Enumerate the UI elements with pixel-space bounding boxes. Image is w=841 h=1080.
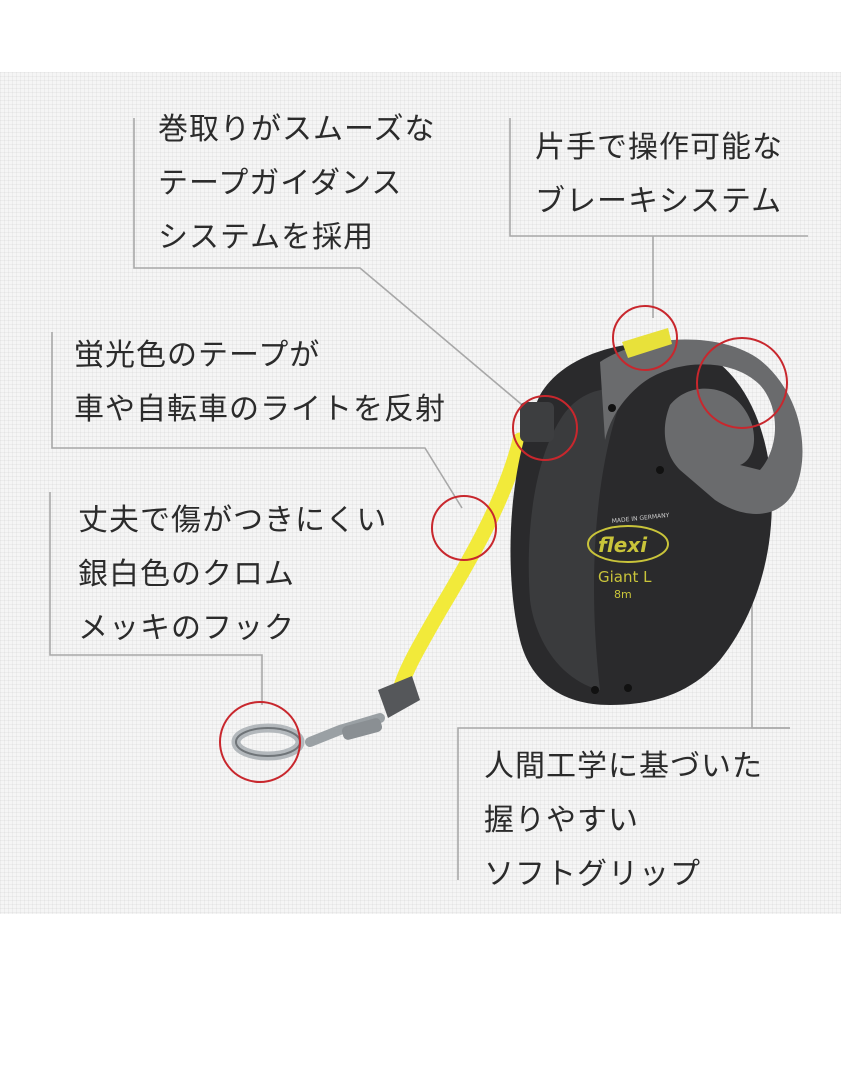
grip-handle xyxy=(600,339,803,514)
callout-grip: 人間工学に基づいた 握りやすい ソフトグリップ xyxy=(484,740,763,902)
brake-circle xyxy=(612,305,678,371)
logo-oval xyxy=(587,525,669,563)
screw-hole xyxy=(656,466,664,474)
reflective-tape-circle xyxy=(431,495,497,561)
callout-brake: 片手で操作可能な ブレーキシステム xyxy=(535,121,783,229)
brake-button xyxy=(622,328,672,358)
callout-line: 巻取りがスムーズな xyxy=(158,112,436,147)
callout-line: 蛍光色のテープが xyxy=(74,338,321,373)
model-label: Giant L xyxy=(598,568,652,586)
tape-guide-circle xyxy=(512,395,578,461)
screw-hole xyxy=(608,404,616,412)
callout-tape-guide: 巻取りがスムーズな テープガイダンス システムを採用 xyxy=(158,103,436,265)
callout-line: 片手で操作可能な xyxy=(535,130,783,165)
hook-circle xyxy=(219,701,301,783)
tape-guide-leader xyxy=(133,118,541,421)
tape-stopper xyxy=(378,676,420,718)
callout-hook: 丈夫で傷がつきにくい 銀白色のクロム メッキのフック xyxy=(78,494,387,656)
leash-tape xyxy=(392,432,528,698)
callout-reflective-tape: 蛍光色のテープが 車や自転車のライトを反射 xyxy=(74,329,446,437)
reflective-tape-leader xyxy=(51,332,463,509)
brand-logo: flexi xyxy=(598,533,648,557)
hook-leader xyxy=(49,492,263,705)
callout-line: 丈夫で傷がつきにくい xyxy=(78,503,388,538)
length-label: 8m xyxy=(614,588,632,601)
snap-hook-icon xyxy=(231,713,385,761)
reel-shading xyxy=(528,388,625,690)
callout-line: 車や自転車のライトを反射 xyxy=(74,392,446,427)
screw-hole xyxy=(591,686,599,694)
callout-line: 握りやすい xyxy=(484,803,639,838)
callout-line: メッキのフック xyxy=(78,611,295,646)
callout-line: システムを採用 xyxy=(158,220,375,255)
brake-leader xyxy=(509,118,808,237)
highlight-circles xyxy=(219,305,788,783)
callout-line: テープガイダンス xyxy=(158,166,403,201)
callout-line: ソフトグリップ xyxy=(484,857,701,892)
callout-line: 銀白色のクロム xyxy=(78,557,295,592)
retractable-leash-image: MADE IN GERMANY flexi Giant L 8m xyxy=(510,328,803,705)
grip-text-frame xyxy=(457,727,790,880)
screw-hole xyxy=(624,684,632,692)
grip-circle xyxy=(696,337,788,429)
callout-line: 人間工学に基づいた xyxy=(484,749,763,784)
tape-guide xyxy=(520,402,554,442)
callout-line: ブレーキシステム xyxy=(535,184,783,219)
